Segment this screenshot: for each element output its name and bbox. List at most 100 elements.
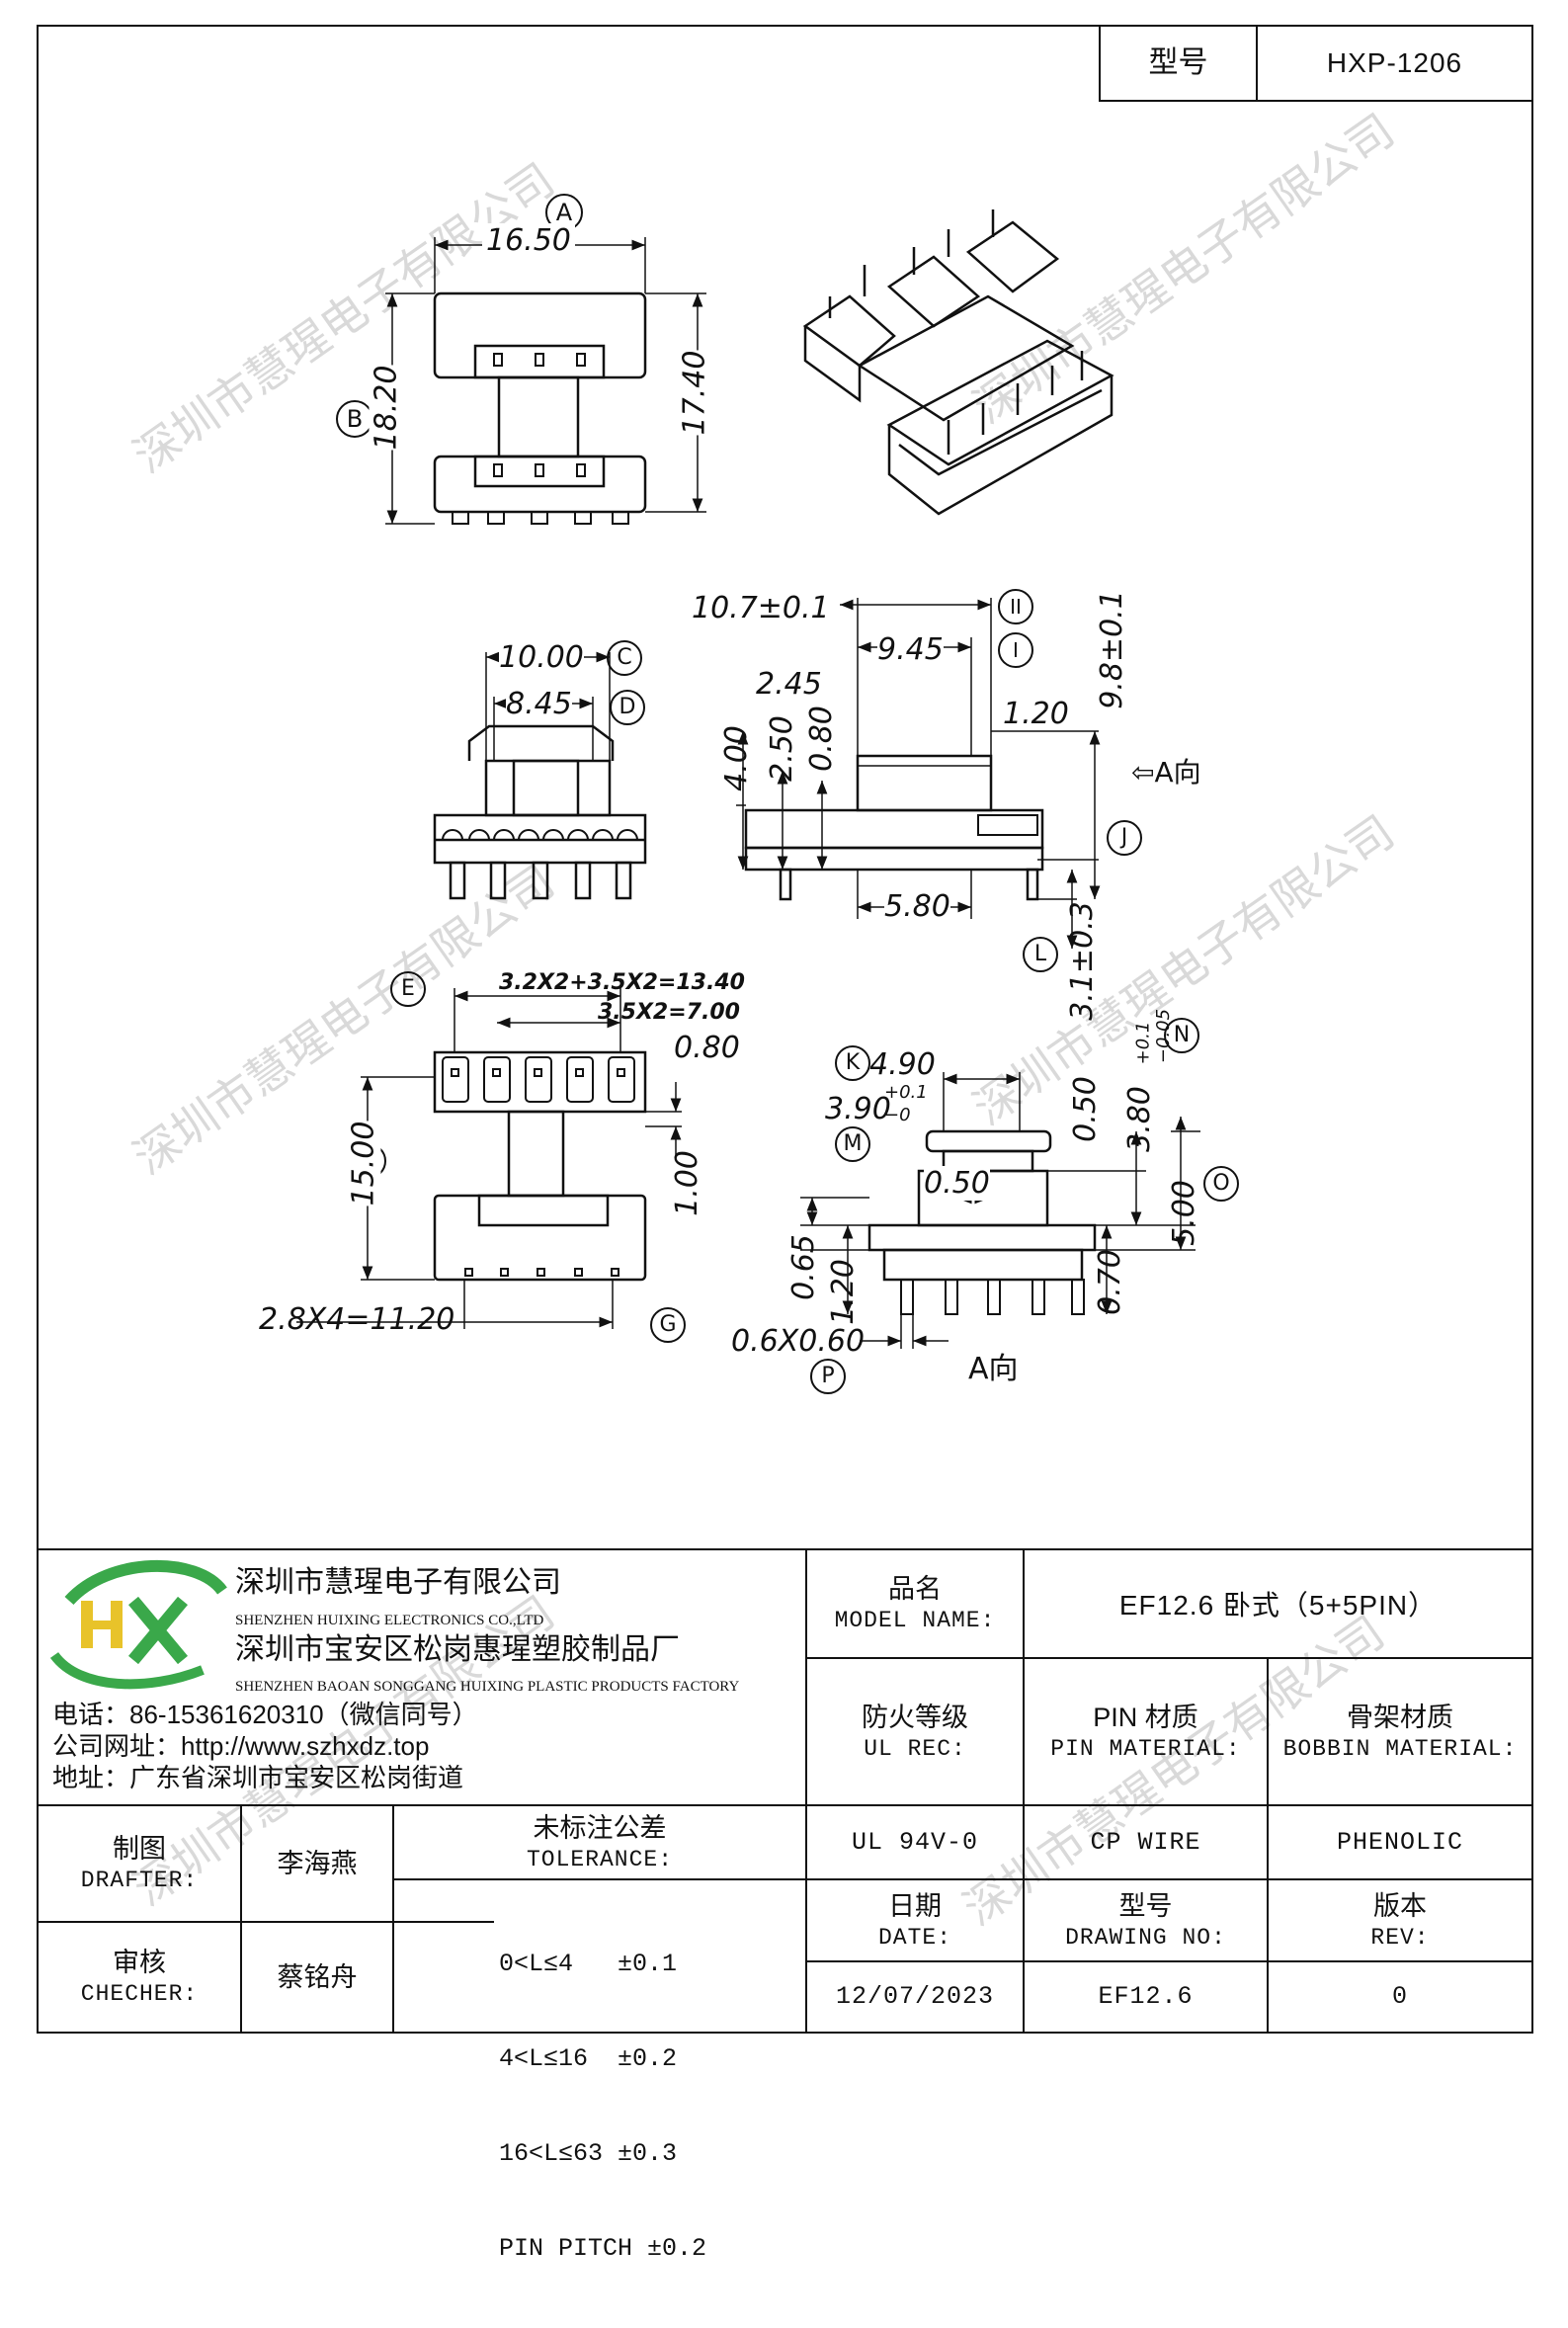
dim-top-width: 16.50 (482, 223, 575, 258)
drafter-cn: 制图 (113, 1834, 166, 1864)
tolerance-table: 0<L≤4 ±0.1 4<L≤16 ±0.2 16<L≤63 ±0.3 PIN … (499, 1885, 795, 2328)
dim-080b: 0.80 (674, 1031, 740, 1065)
view-a (800, 1072, 1200, 1349)
callout-g: G (650, 1307, 686, 1343)
company-logo (49, 1560, 227, 1690)
callout-n: N (1164, 1018, 1199, 1053)
dim-390: 3.90 (825, 1092, 891, 1126)
ul-value: UL 94V-0 (851, 1827, 979, 1857)
tolerance-line-4: PIN PITCH ±0.2 (499, 2234, 707, 2263)
dim-i: 9.45 (877, 632, 944, 667)
callout-j: J (1107, 820, 1142, 856)
dim-500: 5.00 (1166, 1180, 1201, 1246)
callout-p: P (810, 1359, 846, 1394)
tolerance-line-2: 4<L≤16 ±0.2 (499, 2044, 678, 2073)
dim-c: 10.00 (499, 640, 584, 675)
bobbin-material-label: 骨架材质 BOBBIN MATERIAL: (1268, 1658, 1532, 1805)
technical-drawing: 深圳市慧瑆电子有限公司 深圳市慧瑆电子有限公司 深圳市慧瑆电子有限公司 深圳市慧… (37, 25, 1533, 2034)
dim-1500: 15.00 (346, 1121, 381, 1206)
model-name-cn: 品名 (888, 1574, 942, 1604)
callout-b: B (336, 400, 373, 438)
dim-250: 2.50 (764, 715, 799, 782)
dim-ii: 10.7±0.1 (692, 591, 830, 625)
factory-name-en: SHENZHEN BAOAN SONGGANG HUIXING PLASTIC … (235, 1679, 740, 1695)
dim-065: 0.65 (785, 1234, 821, 1300)
callout-i: I (998, 632, 1033, 668)
bobbin-value: PHENOLIC (1336, 1827, 1464, 1857)
bobbin-material-cn: 骨架材质 (1347, 1702, 1453, 1732)
dim-245: 2.45 (756, 667, 822, 702)
dim-490: 4.90 (869, 1047, 936, 1082)
view-a-arrow-label: ⇦A向 (1131, 756, 1201, 789)
factory-name-cn: 深圳市宝安区松岗惠瑆塑胶制品厂 (235, 1633, 680, 1666)
callout-k: K (835, 1045, 870, 1081)
dim-top-inner: 17.40 (677, 350, 712, 436)
company-name-cn: 深圳市慧瑆电子有限公司 (235, 1566, 561, 1599)
rev-label: 版本 REV: (1268, 1879, 1532, 1961)
rev-cn: 版本 (1373, 1890, 1427, 1921)
dim-100: 1.00 (669, 1150, 704, 1216)
dim-31: 3.1±0.3 (1064, 901, 1100, 1021)
model-name-value: EF12.6 卧式（5+5PIN） (1118, 1590, 1438, 1621)
dim-400: 4.00 (718, 725, 754, 791)
ul-rec-cn: 防火等级 (862, 1702, 968, 1732)
dim-380: 3.80 (1121, 1086, 1157, 1152)
company-address: 地址：广东省深圳市宝安区松岗街道 (52, 1763, 464, 1792)
model-name-label: 品名 MODEL NAME: (806, 1549, 1024, 1658)
pin-value: CP WIRE (1090, 1827, 1201, 1857)
company-name-en: SHENZHEN HUIXING ELECTRONICS CO.,LTD (235, 1613, 544, 1628)
rev-en: REV: (1370, 1924, 1430, 1951)
dim-1120: 2.8X4=11.20 (259, 1302, 455, 1337)
drawing-no-value: EF12.6 (1098, 1982, 1194, 2011)
tol-390-up: +0.1 (884, 1082, 928, 1103)
ul-rec-en: UL REC: (864, 1735, 966, 1762)
date-en: DATE: (877, 1924, 951, 1951)
tolerance-cn: 未标注公差 (533, 1812, 667, 1843)
drawing-no-cn: 型号 (1118, 1890, 1173, 1921)
rev-value: 0 (1391, 1982, 1408, 2011)
dim-98: 9.8±0.1 (1094, 590, 1129, 709)
tolerance-line-1: 0<L≤4 ±0.1 (499, 1950, 678, 1978)
callout-m: M (835, 1126, 870, 1162)
pin-material-label: PIN 材质 PIN MATERIAL: (1024, 1658, 1268, 1805)
view-front (433, 651, 647, 900)
dim-1340: 3.2X2+3.5X2=13.40 (499, 970, 745, 995)
tolerance-line-3: 16<L≤63 ±0.3 (499, 2139, 678, 2168)
drafter-label: 制图 DRAFTER: (38, 1805, 241, 1922)
callout-e: E (390, 971, 426, 1007)
pin-material-en: PIN MATERIAL: (1050, 1735, 1241, 1762)
drafter-value: 李海燕 (277, 1849, 358, 1878)
tol-390-dn: −0 (884, 1105, 911, 1125)
view-side (736, 598, 1101, 949)
callout-l: L (1023, 937, 1058, 972)
dim-120b: 1.20 (825, 1259, 861, 1325)
dim-top-height: 18.20 (369, 365, 404, 451)
pin-material-cn: PIN 材质 (1093, 1702, 1198, 1732)
dim-080: 0.80 (803, 706, 839, 772)
ul-rec-label: 防火等级 UL REC: (806, 1658, 1024, 1805)
view-a-label: A向 (968, 1352, 1019, 1386)
dim-700: 3.5X2=7.00 (598, 1000, 740, 1025)
title-block-grid (38, 1548, 1532, 2033)
date-value: 12/07/2023 (835, 1982, 995, 2011)
bobbin-material-en: BOBBIN MATERIAL: (1282, 1735, 1518, 1762)
date-label: 日期 DATE: (806, 1879, 1024, 1961)
dim-050-vert: 0.50 (1067, 1076, 1103, 1142)
drawing-no-label: 型号 DRAWING NO: (1024, 1879, 1268, 1961)
dim-070: 0.70 (1092, 1249, 1127, 1315)
tolerance-en: TOLERANCE: (526, 1846, 674, 1872)
checker-en: CHECHER: (80, 1981, 199, 2007)
header-model-value: HXP-1206 (1326, 47, 1463, 78)
dim-050-horiz: 0.50 (924, 1166, 990, 1201)
model-name-en: MODEL NAME: (834, 1608, 996, 1633)
drawing-sheet: 深圳市慧瑆电子有限公司 深圳市慧瑆电子有限公司 深圳市慧瑆电子有限公司 深圳市慧… (37, 25, 1533, 2263)
dim-pin: 0.6X0.60 (731, 1324, 866, 1359)
drafter-en: DRAFTER: (80, 1868, 199, 1893)
header-box (1099, 25, 1533, 102)
checker-label: 审核 CHECHER: (38, 1922, 241, 2033)
callout-ii: II (998, 589, 1033, 624)
checker-value: 蔡铭舟 (277, 1962, 358, 1992)
dim-d: 8.45 (506, 687, 572, 721)
drawing-no-en: DRAWING NO: (1065, 1924, 1226, 1951)
callout-c: C (607, 640, 642, 676)
